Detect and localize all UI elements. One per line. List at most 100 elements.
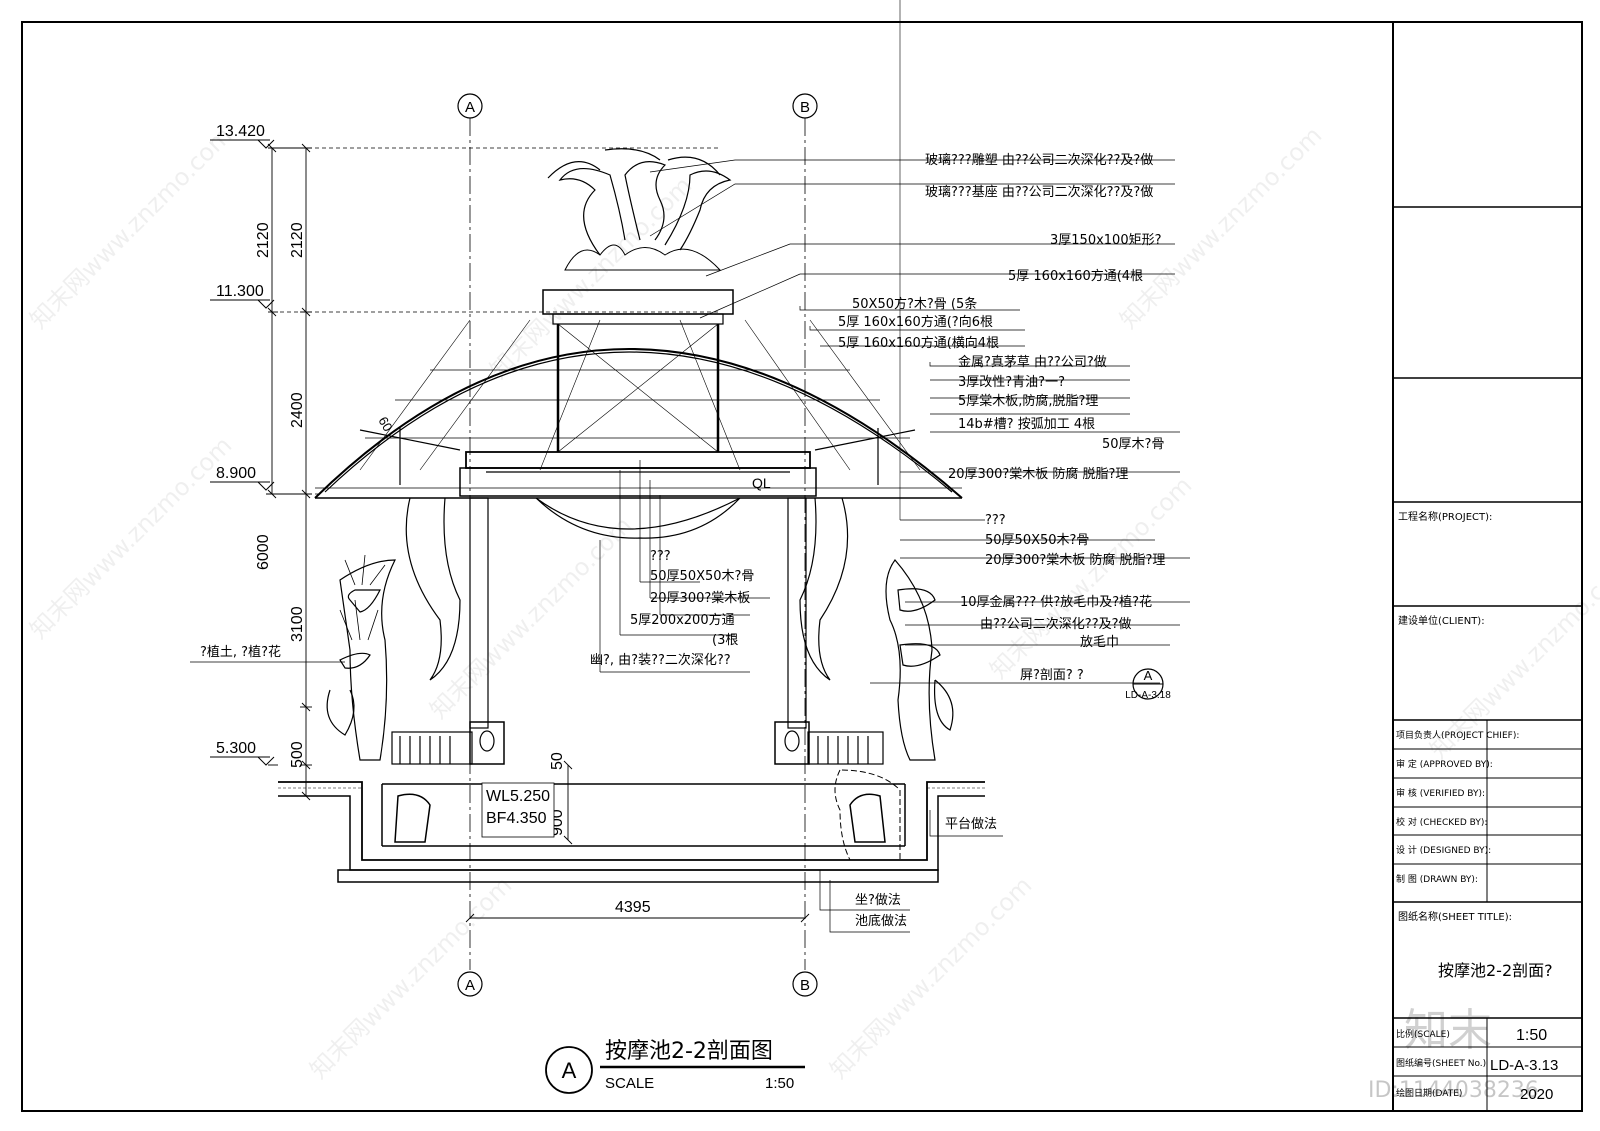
title-name: 按摩池2-2剖面图 (605, 1039, 773, 1064)
sheet-title-label: 图纸名称(SHEET TITLE): (1398, 910, 1512, 923)
watermark-text: 知末网www.znzmo.com (424, 511, 637, 724)
sheet-no-label: 图纸编号(SHEET No.) (1396, 1057, 1486, 1069)
note-label: ??? (985, 513, 1006, 528)
note-label: 50厚木?骨 (1102, 437, 1164, 452)
note-label: 坐?做法 (855, 893, 901, 908)
role-row: 项目负责人(PROJECT CHIEF): (1396, 729, 1519, 741)
leader-lines (190, 0, 1190, 933)
grid-bubbles: A B A B (465, 99, 810, 994)
note-label: 14b#槽? 按弧加工 4根 (958, 417, 1095, 432)
watermark-text: 知末网www.znzmo.com (24, 431, 237, 644)
water-label-box (481, 782, 555, 838)
grid-label-b: B (800, 99, 810, 116)
level-label: 11.300 (216, 283, 264, 300)
level-label: 13.420 (216, 123, 265, 140)
watermark-text: 知末网www.znzmo.com (984, 471, 1197, 684)
project-label: 工程名称(PROJECT): (1398, 510, 1492, 523)
note-label: 屏?剖面? ? (1020, 668, 1084, 683)
note-label: 50厚50X50木?骨 (985, 533, 1089, 548)
dim-value: 2400 (289, 392, 306, 428)
note-label: 20厚300?棠木板 防腐 脱脂?理 (948, 466, 1128, 482)
note-label: 5厚 160x160方通(4根 (1008, 268, 1143, 284)
section-reference: A LD-A-3.18 (1125, 668, 1171, 701)
water-level: WL5.250 (486, 788, 550, 805)
ref-sheet: LD-A-3.18 (1125, 690, 1171, 701)
role-row: 设 计 (DESIGNED BY): (1396, 844, 1491, 856)
note-label: (3根 (712, 633, 738, 648)
watermark-layer: 知末网www.znzmo.com 知末网www.znzmo.com 知末网www… (24, 121, 1600, 1084)
note-label: 玻璃???基座 由??公司二次深化??及?做 (925, 184, 1153, 200)
role-row: 审 核 (VERIFIED BY): (1396, 787, 1485, 799)
date-value: 2020 (1520, 1086, 1553, 1103)
roof-pitch-label: 60 (375, 414, 395, 434)
watermark-text: 知末网www.znzmo.com (484, 171, 697, 384)
beam-label: QL (752, 475, 771, 491)
dim-value: 2120 (289, 222, 306, 258)
note-label: 3厚150x100矩形? (1050, 233, 1162, 248)
note-label: 3厚改性?青油?一? (958, 375, 1065, 390)
note-label: ?植土, ?植?花 (200, 644, 281, 660)
level-label: 8.900 (216, 465, 256, 482)
level-labels: 13.420 11.300 8.900 5.300 (216, 123, 265, 757)
role-row: 制 图 (DRAWN BY): (1396, 873, 1478, 885)
note-label: 10厚金属??? 供?放毛巾及?植?花 (960, 594, 1152, 610)
note-label: 平台做法 (945, 817, 997, 832)
level-label: 5.300 (216, 740, 256, 757)
note-label: 5厚200x200方通 (630, 612, 735, 628)
grid-label-a: A (465, 977, 475, 994)
annotations-misc: ?植土, ?植?花 平台做法 坐?做法 池底做法 (200, 644, 997, 929)
note-label: 5厚 160x160方通(?向6根 (838, 314, 993, 330)
dim-value: 3100 (289, 606, 306, 642)
date-label: 绘图日期(DATE) (1396, 1087, 1462, 1099)
watermark-logo: 知末 (1404, 1005, 1492, 1056)
sheet-title: 按摩池2-2剖面? (1438, 961, 1553, 980)
scale-value: 1:50 (1516, 1027, 1547, 1044)
note-label: 20厚300?棠木板 防腐 脱脂?理 (985, 552, 1165, 568)
note-label: 20厚300?棠木板 (650, 591, 750, 606)
note-label: 放毛巾 (1080, 635, 1119, 650)
note-label: 50厚50X50木?骨 (650, 569, 754, 584)
watermark-id: ID:1144038236 (1368, 1078, 1539, 1103)
title-block-text: 工程名称(PROJECT): 建设单位(CLIENT): 项目负责人(PROJE… (1368, 510, 1558, 1103)
note-label: 池底做法 (855, 913, 907, 929)
title-letter: A (562, 1058, 577, 1083)
note-label: 5厚 160x160方通(横向4根 (838, 335, 999, 351)
level-markers (210, 139, 720, 766)
watermark-text: 知末网www.znzmo.com (24, 121, 237, 334)
grid-lines (457, 93, 818, 997)
role-row: 校 对 (CHECKED BY): (1396, 816, 1487, 828)
note-label: 5厚棠木板,防腐,脱脂?理 (958, 393, 1098, 409)
drawing-title: A 按摩池2-2剖面图 SCALE 1:50 (545, 1039, 805, 1094)
dim-value: 500 (289, 741, 306, 768)
title-scale: 1:50 (765, 1075, 794, 1092)
sheet-no: LD-A-3.13 (1490, 1057, 1558, 1074)
dimension-text: 2120 2120 2400 6000 3100 500 50 900 4395 (255, 222, 651, 916)
dim-value: 4395 (615, 899, 651, 916)
role-row: 审 定 (APPROVED BY): (1396, 758, 1493, 770)
note-label: 幽?, 由?装??二次深化?? (590, 652, 731, 668)
dim-value: 50 (549, 752, 566, 770)
grid-label-b: B (800, 977, 810, 994)
note-label: ??? (650, 549, 671, 564)
ref-letter: A (1144, 668, 1153, 683)
client-label: 建设单位(CLIENT): (1398, 614, 1485, 627)
bottom-level: BF4.350 (486, 810, 547, 827)
note-label: 由??公司二次深化??及?做 (980, 616, 1132, 632)
annotations-center: ??? 50厚50X50木?骨 20厚300?棠木板 5厚200x200方通 (… (590, 549, 754, 668)
pool-section (278, 769, 985, 883)
annotations-right: 玻璃???雕塑 由??公司二次深化??及?做 玻璃???基座 由??公司二次深化… (838, 152, 1165, 683)
watermark-text: 知末网www.znzmo.com (304, 871, 517, 1084)
title-block (1393, 206, 1582, 1111)
dim-value: 6000 (255, 534, 272, 570)
sheet-border (21, 21, 1583, 1112)
note-label: 金属?真茅草 由??公司?做 (958, 354, 1107, 370)
scale-label: 比例(SCALE) (1396, 1028, 1450, 1040)
title-scale-label: SCALE (605, 1075, 654, 1092)
note-label: 玻璃???雕塑 由??公司二次深化??及?做 (925, 152, 1153, 168)
dim-value: 2120 (255, 222, 272, 258)
note-label: 50X50方?木?骨 (5条 (852, 296, 977, 312)
pavilion: QL 60 (314, 148, 963, 765)
grid-label-a: A (465, 99, 475, 116)
water-levels: WL5.250 BF4.350 (481, 782, 555, 838)
